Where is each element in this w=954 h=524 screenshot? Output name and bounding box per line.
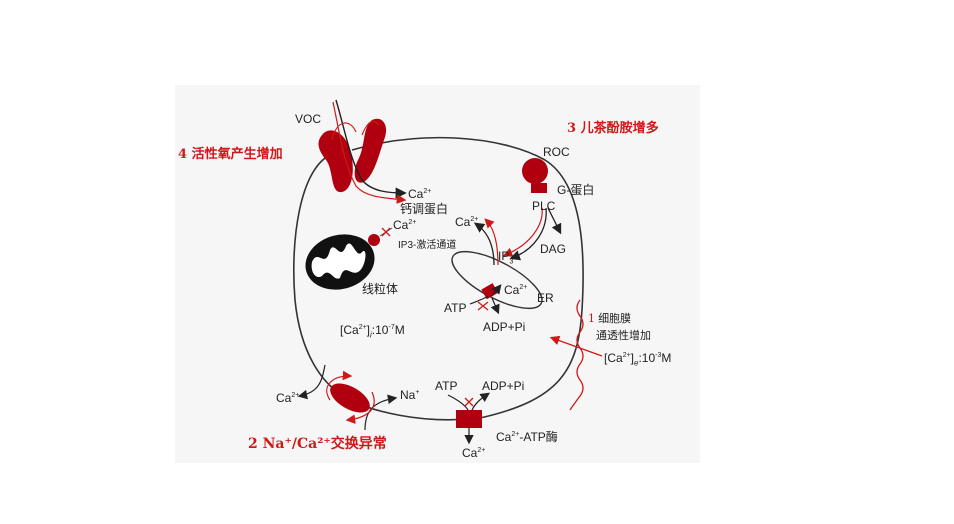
ip3-label: IP3 (498, 249, 514, 266)
g-protein-label: G-蛋白 (557, 183, 595, 197)
ca-atpase-label: Ca2+-ATP酶 (496, 430, 558, 444)
diagram-background (175, 85, 700, 463)
ca-er-label: Ca2+ (504, 283, 528, 297)
ca-efflux-label: Ca2+ (276, 391, 300, 405)
na-label: Na+ (400, 388, 420, 402)
membrane-permeability-label-2: 通透性增加 (596, 330, 651, 342)
calmodulin-label: 钙调蛋白 (400, 202, 449, 216)
voc-label: VOC (295, 112, 322, 126)
adp-pmca-label: ADP+Pi (482, 379, 525, 393)
membrane-permeability-label: 1 细胞膜 (588, 312, 632, 325)
mitochondria-label: 线粒体 (362, 282, 399, 296)
ca-atpase-pump (456, 410, 482, 428)
roc-receptor (522, 158, 548, 184)
ca-mito-label: Ca2+ (393, 218, 417, 232)
plc-label: PLC (532, 199, 556, 213)
ca-er-release-label: Ca2+ (455, 215, 479, 229)
adp-er-label: ADP+Pi (483, 320, 526, 334)
annotation-exchanger: 2 Na⁺/Ca²⁺交换异常 (248, 436, 387, 452)
mito-uniporter (368, 234, 380, 246)
voc-channel (318, 118, 387, 193)
dag-label: DAG (540, 242, 567, 256)
roc-label: ROC (543, 145, 570, 159)
ca-extracellular-label: [Ca2+]e:10-3M (604, 351, 672, 368)
annotation-catecholamine: 3 儿茶酚胺增多 (567, 121, 659, 136)
cell-membrane (292, 136, 584, 421)
leaky-membrane (569, 299, 584, 411)
g-protein-block (531, 183, 547, 193)
er-label: ER (537, 291, 554, 305)
ca-pump-out-label: Ca2+ (462, 446, 486, 460)
na-ca-exchanger (330, 383, 370, 413)
annotation-ros: 4 活性氧产生增加 (178, 147, 283, 162)
atp-er-label: ATP (444, 301, 467, 315)
ip3-channel-label: IP3-激活通道 (398, 240, 457, 251)
ca-intracellular-label: [Ca2+]i:10-7M (340, 323, 405, 340)
mitochondrion (305, 234, 375, 290)
ca-influx-label: Ca2+ (408, 187, 432, 201)
atp-pmca-label: ATP (435, 379, 458, 393)
